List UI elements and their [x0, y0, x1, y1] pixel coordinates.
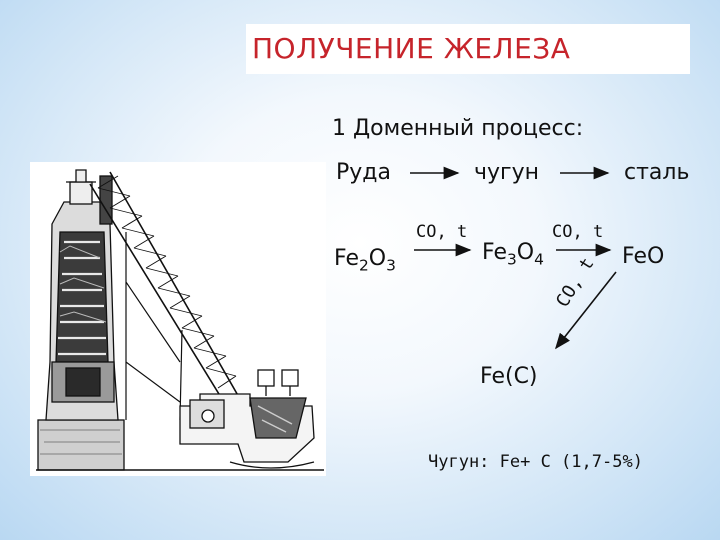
title-box: ПОЛУЧЕНИЕ ЖЕЛЕЗА — [246, 24, 690, 74]
blast-furnace-drawing — [36, 169, 324, 471]
condition-co-t-1: CO, t — [416, 222, 468, 242]
section-heading: 1 Доменный процесс: — [332, 116, 584, 141]
label-steel: сталь — [624, 160, 690, 185]
formula-fe2o3: Fe2O3 — [334, 246, 396, 275]
label-ore: Руда — [336, 160, 391, 185]
condition-co-t-diagonal: CO, t — [552, 254, 599, 312]
formula-fe3o4: Fe3O4 — [482, 240, 544, 269]
label-cast-iron: чугун — [474, 160, 539, 185]
condition-co-t-2: CO, t — [552, 222, 604, 242]
formula-fe-c: Fe(C) — [480, 364, 538, 389]
blast-furnace-illustration — [30, 162, 326, 476]
cast-iron-composition: Чугун: Fe+ C (1,7-5%) — [428, 452, 643, 472]
formula-feo: FeO — [622, 244, 665, 269]
page-title: ПОЛУЧЕНИЕ ЖЕЛЕЗА — [252, 32, 571, 65]
